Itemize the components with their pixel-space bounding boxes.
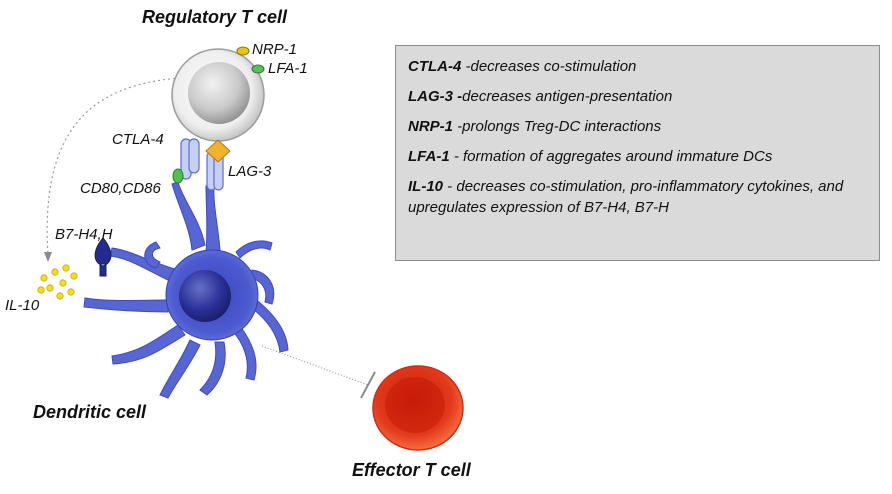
regulatory-t-cell-label: Regulatory T cell: [142, 7, 288, 27]
legend-item-lag3: LAG-3 -decreases antigen-presentation: [408, 86, 867, 107]
b7h4-label: B7-H4,H: [55, 226, 113, 243]
legend-item-ctla4: CTLA-4 -decreases co-stimulation: [408, 56, 867, 77]
il10-dots-icon: [37, 264, 78, 300]
b7h4-icon: [94, 237, 112, 277]
il10-secretion-arrow: [46, 77, 181, 256]
il10-label: IL-10: [5, 297, 40, 314]
cd80-cd86-label: CD80,CD86: [80, 180, 161, 197]
legend-term: LFA-1: [408, 148, 450, 165]
legend-item-il10: IL-10 - decreases co-stimulation, pro-in…: [408, 176, 858, 218]
lfa1-icon: [251, 64, 265, 74]
legend-item-lfa1: LFA-1 - formation of aggregates around i…: [408, 146, 867, 167]
lag3-label: LAG-3: [228, 163, 272, 180]
legend-desc: decreases antigen-presentation: [462, 88, 673, 105]
legend-item-nrp1: NRP-1 -prolongs Treg-DC interactions: [408, 116, 867, 137]
legend-box: CTLA-4 -decreases co-stimulation LAG-3 -…: [395, 45, 880, 261]
nrp1-label: NRP-1: [252, 41, 298, 58]
effector-t-cell: [372, 365, 464, 451]
legend-term: CTLA-4: [408, 58, 462, 75]
legend-term: IL-10: [408, 178, 444, 195]
lag3-icon: [205, 139, 231, 163]
inhibition-bar: [360, 371, 376, 399]
cd80-cd86-icon: [172, 168, 184, 184]
inhibition-line: [261, 345, 369, 386]
nrp1-icon: [236, 46, 250, 56]
il10-arrowhead: [44, 252, 52, 262]
ctla4-receptor-icon: [180, 138, 200, 180]
ctla4-label: CTLA-4: [112, 131, 164, 148]
legend-term: NRP-1: [408, 118, 454, 135]
lfa1-label: LFA-1: [268, 60, 308, 77]
dendritic-cell-nucleus: [179, 270, 231, 322]
legend-desc: - decreases co-stimulation, pro-inflamma…: [408, 178, 848, 216]
legend-term: LAG-3 -: [408, 88, 463, 105]
regulatory-t-cell: [171, 48, 265, 142]
legend-desc: -prolongs Treg-DC interactions: [453, 118, 662, 135]
effector-t-cell-label: Effector T cell: [352, 460, 471, 480]
dendritic-cell-label: Dendritic cell: [33, 402, 147, 422]
legend-desc: -decreases co-stimulation: [461, 58, 637, 75]
legend-desc: - formation of aggregates around immatur…: [449, 148, 773, 165]
